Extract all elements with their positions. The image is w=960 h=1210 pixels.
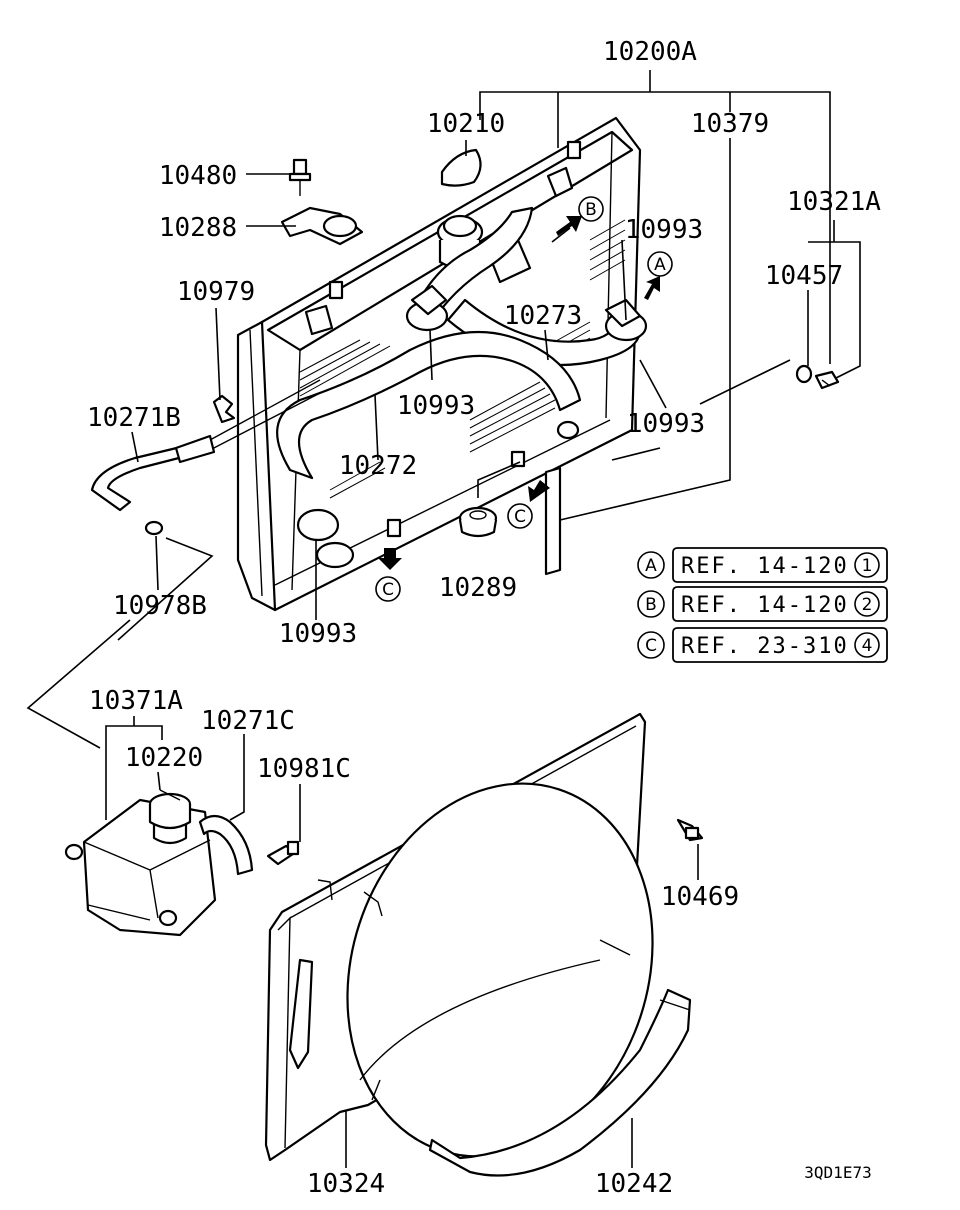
hose-clamps <box>296 284 648 569</box>
bolt-10321A <box>814 370 840 390</box>
bolt-10469 <box>676 818 704 842</box>
callout-10981C: 10981C <box>257 754 351 784</box>
callout-10469: 10469 <box>661 882 739 912</box>
arrow-marker-a: A <box>647 251 673 277</box>
leader-lines <box>26 70 861 1168</box>
marker-letter: C <box>382 580 394 600</box>
grommet-10289 <box>458 506 498 538</box>
reference-key: B <box>645 595 657 615</box>
callout-10271B: 10271B <box>87 403 181 433</box>
callout-10379: 10379 <box>691 109 769 139</box>
bolt-10981C <box>266 840 300 866</box>
callout-10289: 10289 <box>439 573 517 603</box>
bolt-10480 <box>288 158 312 196</box>
diagram-code: 3QD1E73 <box>804 1163 871 1182</box>
clip-10979 <box>212 394 236 424</box>
arrow-marker-c1: C <box>507 503 533 529</box>
callout-10978B: 10978B <box>113 591 207 621</box>
bracket-10288 <box>280 206 364 246</box>
callout-10288: 10288 <box>159 213 237 243</box>
reference-table: A REF. 14-120 1 B REF. 14-120 2 C REF. 2… <box>637 547 888 663</box>
reference-number: 2 <box>862 595 873 615</box>
reference-number: 1 <box>862 556 873 576</box>
part-callouts: 10200A 10210 10379 10480 10288 10321A 10… <box>87 37 881 1199</box>
callout-10457: 10457 <box>765 261 843 291</box>
marker-letter: A <box>654 255 666 275</box>
clip-10978B <box>144 520 164 536</box>
lower-radiator-hose <box>276 330 582 480</box>
reference-row-b: B REF. 14-120 2 <box>637 586 888 622</box>
cap-seal-10210 <box>440 148 482 187</box>
reference-key: C <box>645 636 657 656</box>
tank-hose-10271C <box>198 814 254 876</box>
callout-10979: 10979 <box>177 277 255 307</box>
fan-shroud-lower <box>428 988 692 1177</box>
callout-10993-top: 10993 <box>625 215 703 245</box>
callout-10324: 10324 <box>307 1169 385 1199</box>
arrow-marker-c2: C <box>375 576 401 602</box>
marker-letter: C <box>514 507 526 527</box>
callout-10993-bottom: 10993 <box>279 619 357 649</box>
reference-row-a: A REF. 14-120 1 <box>637 547 888 583</box>
reference-text: REF. 14-120 <box>681 554 849 579</box>
reference-text: REF. 23-310 <box>681 634 849 659</box>
callout-10210: 10210 <box>427 109 505 139</box>
callout-10993-right: 10993 <box>627 409 705 439</box>
callout-10271C: 10271C <box>201 706 295 736</box>
reference-row-c: C REF. 23-310 4 <box>637 627 888 663</box>
callout-10242: 10242 <box>595 1169 673 1199</box>
callout-10371A: 10371A <box>89 686 183 716</box>
reference-key: A <box>645 556 657 576</box>
callout-10272: 10272 <box>339 451 417 481</box>
drain-pipe <box>544 466 562 576</box>
reference-number: 4 <box>862 636 873 656</box>
fan-shroud <box>264 712 654 1162</box>
callout-10273: 10273 <box>504 301 582 331</box>
callout-10480: 10480 <box>159 161 237 191</box>
flow-arrows <box>378 216 660 570</box>
arrow-marker-b: B <box>578 196 604 222</box>
reference-text: REF. 14-120 <box>681 593 849 618</box>
reserve-tank <box>64 789 217 937</box>
washer-10457 <box>795 364 813 384</box>
callout-10993-mid: 10993 <box>397 391 475 421</box>
marker-letter: B <box>585 200 597 220</box>
callout-10200A: 10200A <box>603 37 697 67</box>
overflow-tube <box>90 379 323 512</box>
callout-10321A: 10321A <box>787 187 881 217</box>
callout-10220: 10220 <box>125 743 203 773</box>
